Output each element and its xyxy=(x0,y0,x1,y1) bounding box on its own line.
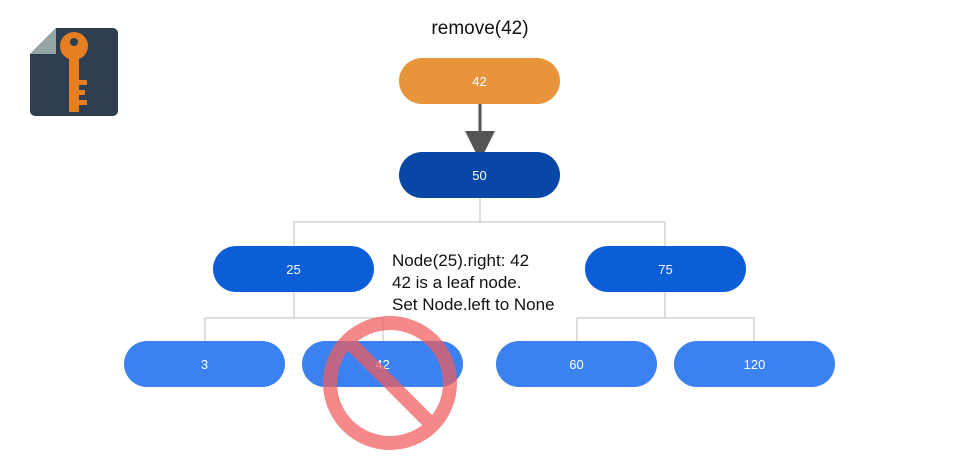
left-right-node: 42 xyxy=(302,341,463,387)
edges-root xyxy=(293,198,666,246)
note-line-3: Set Node.left to None xyxy=(392,295,555,314)
left-left-node: 3 xyxy=(124,341,285,387)
right-child-node: 75 xyxy=(585,246,746,292)
left-child-node: 25 xyxy=(213,246,374,292)
note-line-2: 42 is a leaf node. xyxy=(392,273,522,292)
edges-left xyxy=(204,292,384,341)
right-right-node: 120 xyxy=(674,341,835,387)
key-document-icon xyxy=(30,28,118,116)
operation-title: remove(42) xyxy=(431,18,529,39)
removal-note: Node(25).right: 42 42 is a leaf node. Se… xyxy=(392,250,555,316)
target-value-node: 42 xyxy=(399,58,560,104)
right-left-node: 60 xyxy=(496,341,657,387)
note-line-1: Node(25).right: 42 xyxy=(392,251,530,270)
edges-right xyxy=(576,292,755,341)
root-node: 50 xyxy=(399,152,560,198)
